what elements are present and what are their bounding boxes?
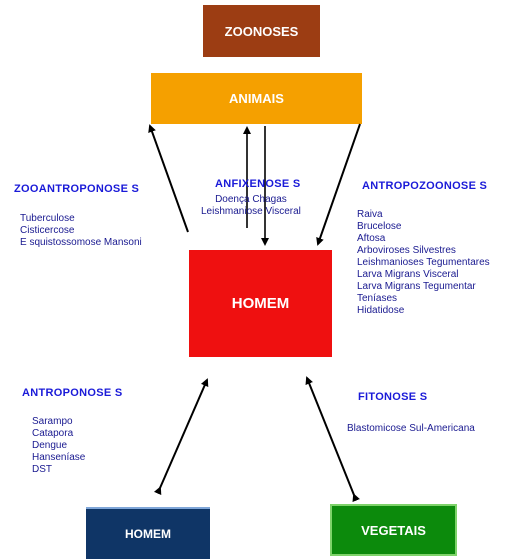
antropozoonoses-title: ANTROPOZOONOSE S [362, 180, 488, 192]
zoonoses-box: ZOONOSES [203, 5, 320, 57]
homem-bottom-box: HOMEM [86, 507, 210, 559]
fitonoses-title: FITONOSE S [358, 391, 428, 403]
homem-center-box: HOMEM [189, 250, 332, 357]
list-item: Raiva [357, 209, 383, 220]
vegetais-label: VEGETAIS [361, 522, 426, 538]
list-item: Tuberculose [20, 213, 75, 224]
vegetais-box: VEGETAIS [330, 504, 457, 556]
list-item: DST [32, 464, 52, 475]
antroponoses-list: Sarampo Catapora Dengue Hanseníase DST [32, 416, 85, 476]
arrow-animais-to-homem-right [316, 123, 361, 246]
zoonoses-label: ZOONOSES [224, 23, 299, 39]
zooantroponoses-list: Tuberculose Cisticercose E squistossomos… [20, 213, 142, 249]
list-item: Blastomicose Sul-Americana [347, 423, 475, 434]
fitonoses-list: Blastomicose Sul-Americana [347, 423, 475, 435]
arrow-homem-bottom-homem [153, 378, 209, 496]
list-item: Leishmanioses Tegumentares [357, 257, 490, 268]
list-item: Catapora [32, 428, 74, 439]
list-item: Larva Migrans Visceral [357, 269, 459, 280]
animais-label: ANIMAIS [229, 91, 284, 106]
arrow-vegetais-homem [305, 376, 360, 503]
list-item: Aftosa [357, 233, 386, 244]
anfixenoses-list: Doença Chagas Leishmaniose Visceral [201, 194, 301, 218]
list-item: Leishmaniose Visceral [201, 206, 301, 217]
animais-box: ANIMAIS [151, 73, 362, 124]
antropozoonoses-list: Raiva Brucelose Aftosa Arboviroses Silve… [357, 209, 490, 317]
list-item: Brucelose [357, 221, 402, 232]
homem-center-label: HOMEM [231, 295, 290, 312]
list-item: Dengue [32, 440, 68, 451]
list-item: Arboviroses Silvestres [357, 245, 456, 256]
homem-bottom-label: HOMEM [125, 527, 171, 541]
list-item: Hanseníase [32, 452, 86, 463]
list-item: Doença Chagas [215, 194, 287, 205]
list-item: Larva Migrans Tegumentar [357, 281, 476, 292]
arrow-homem-to-animais-left [148, 124, 189, 233]
list-item: E squistossomose Mansoni [20, 237, 142, 248]
list-item: Cisticercose [20, 225, 75, 236]
list-item: Teníases [357, 293, 398, 304]
list-item: Hidatidose [357, 305, 405, 316]
antroponoses-title: ANTROPONOSE S [22, 387, 123, 399]
list-item: Sarampo [32, 416, 73, 427]
anfixenoses-title: ANFIXENOSE S [215, 178, 301, 190]
zooantroponoses-title: ZOOANTROPONOSE S [14, 183, 140, 195]
